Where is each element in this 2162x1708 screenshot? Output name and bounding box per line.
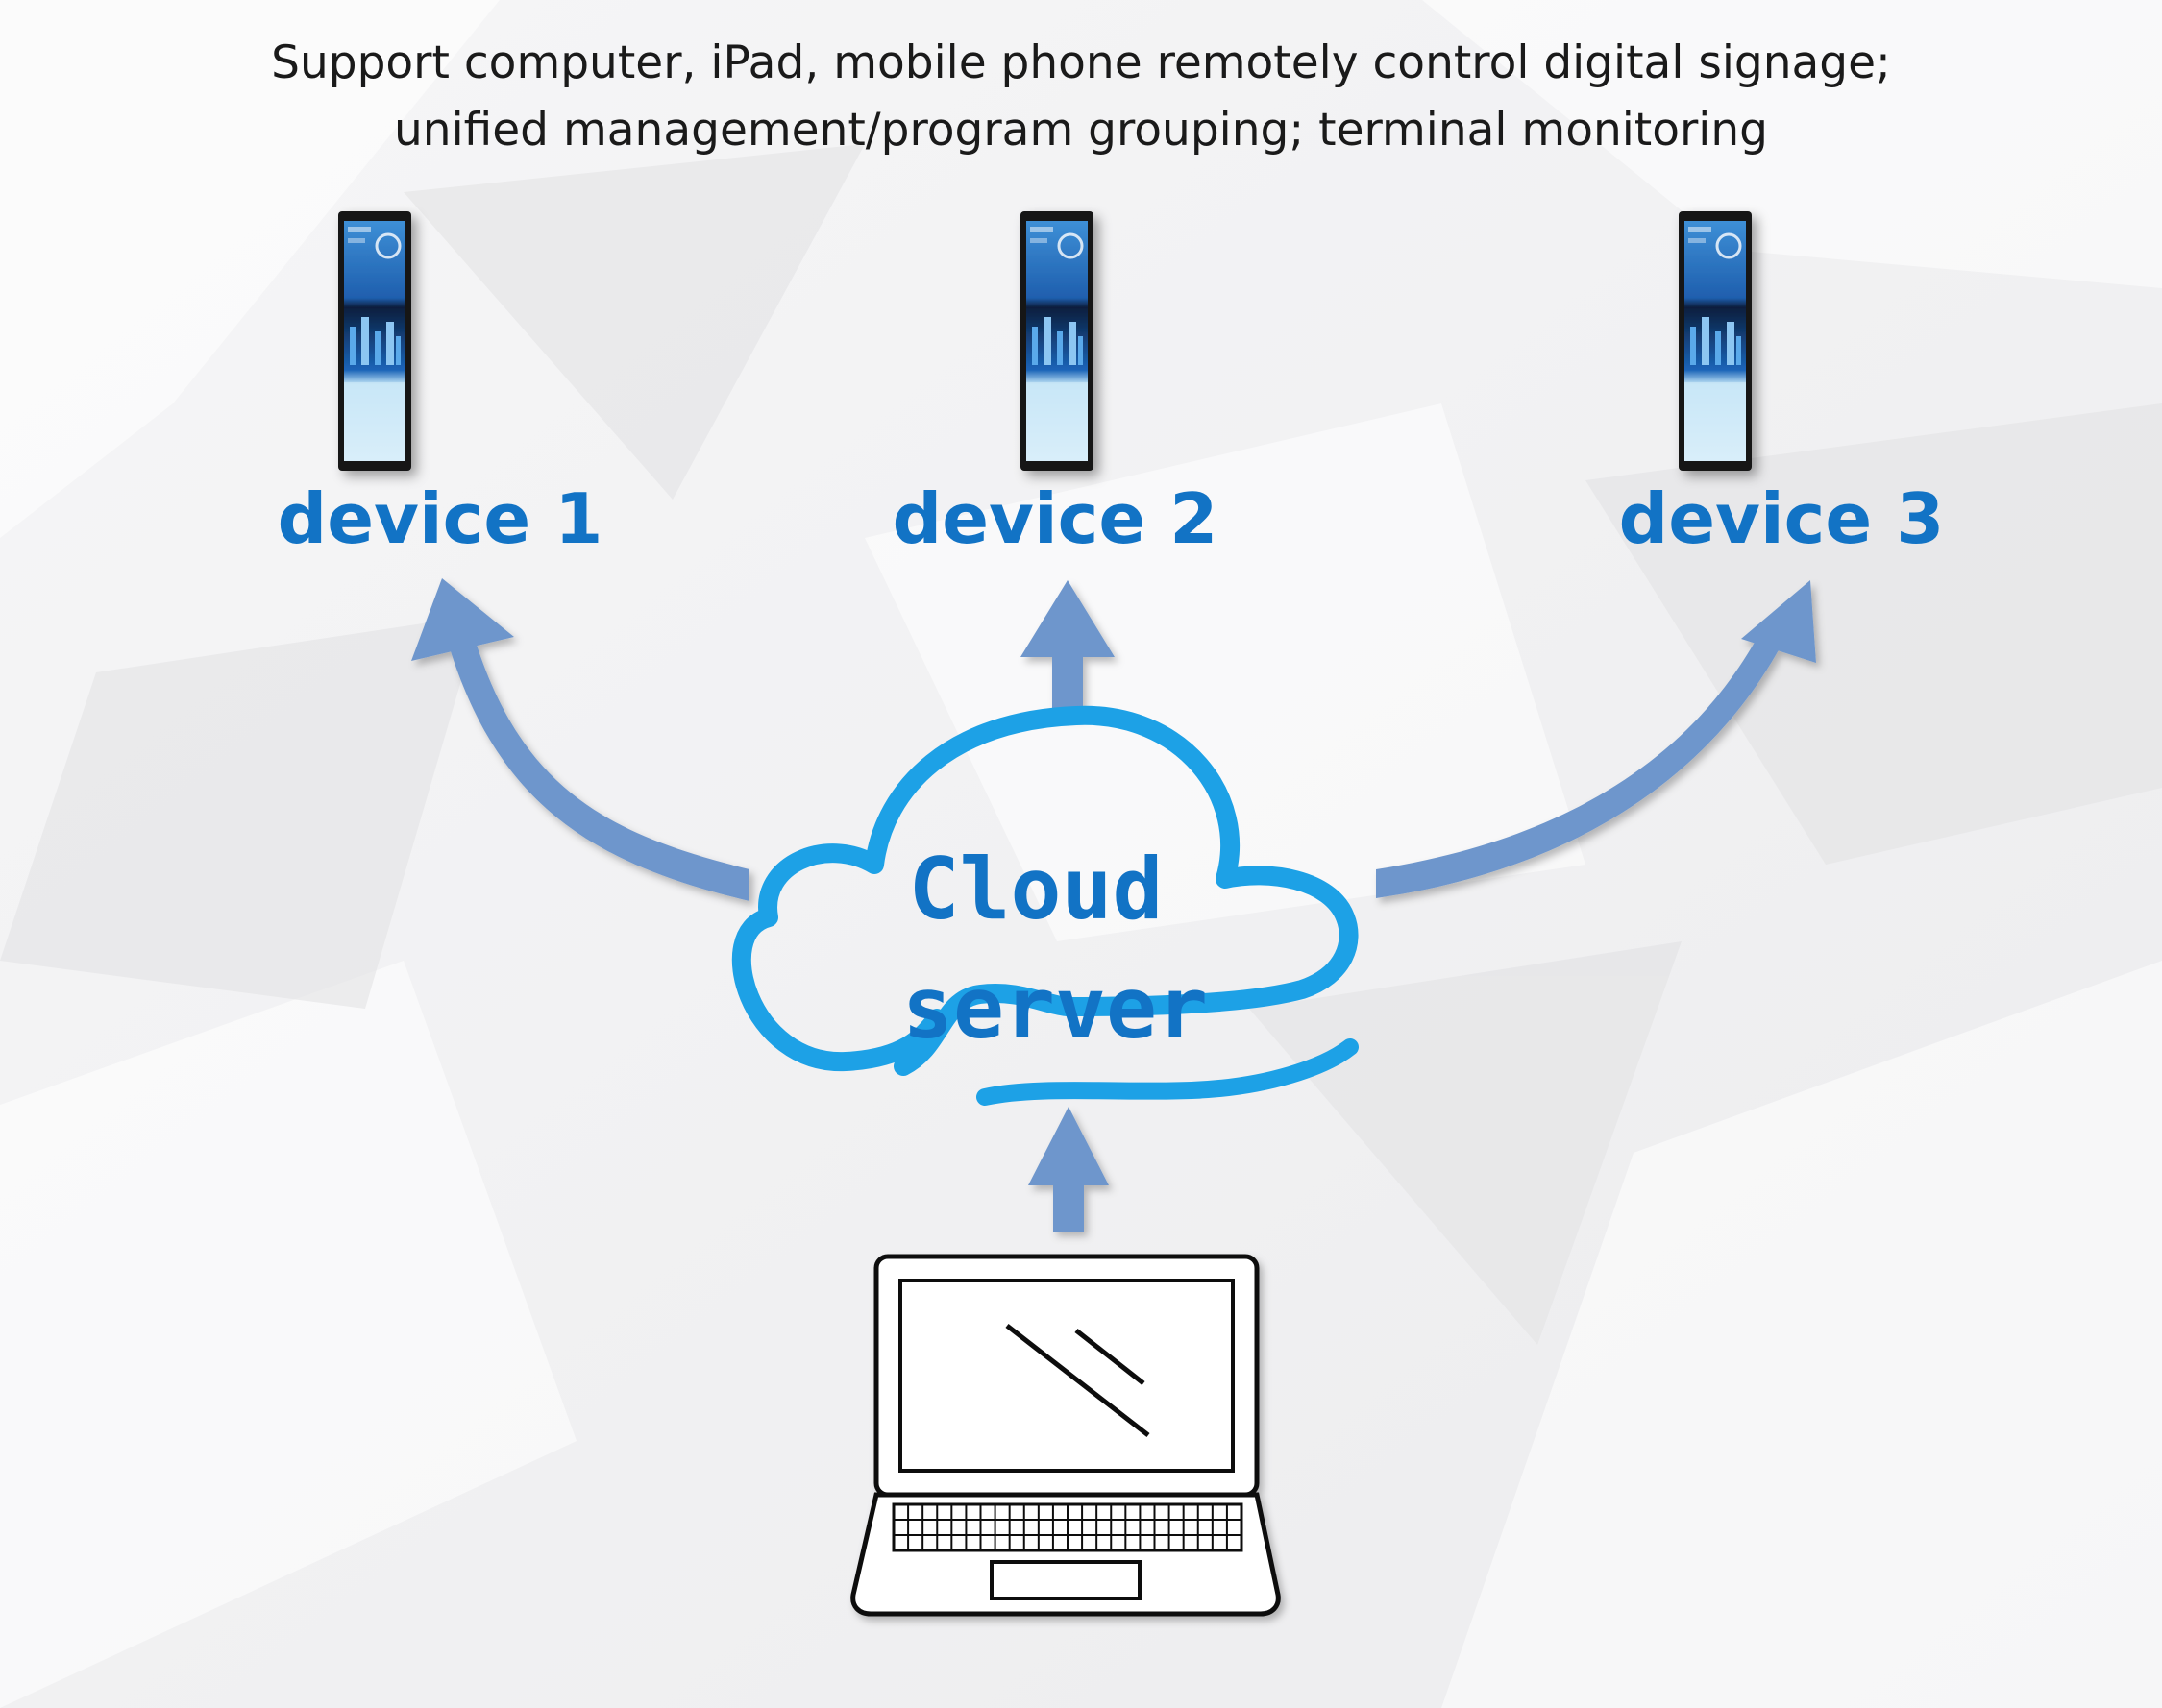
cloud-label-line-1: Cloud [908,840,1164,939]
caption-line-2: unified management/program grouping; ter… [394,104,1768,157]
device-2-signage-icon [1019,209,1095,473]
device-1-signage-icon [336,209,413,473]
arrow-to-device-1 [411,578,749,901]
device-1-label: device 1 [277,478,603,559]
device-2-label: device 2 [892,478,1218,559]
caption-line-1: Support computer, iPad, mobile phone rem… [271,37,1891,89]
cloud-label-line-2: server [902,959,1208,1058]
device-3-label: device 3 [1618,478,1945,559]
arrow-laptop-to-cloud [1028,1107,1109,1232]
cloud-icon [731,705,1359,1106]
arrow-to-device-2 [1020,580,1115,716]
device-3-signage-icon [1677,209,1754,473]
laptop-icon [850,1254,1281,1617]
arrow-to-device-3 [1376,580,1816,898]
